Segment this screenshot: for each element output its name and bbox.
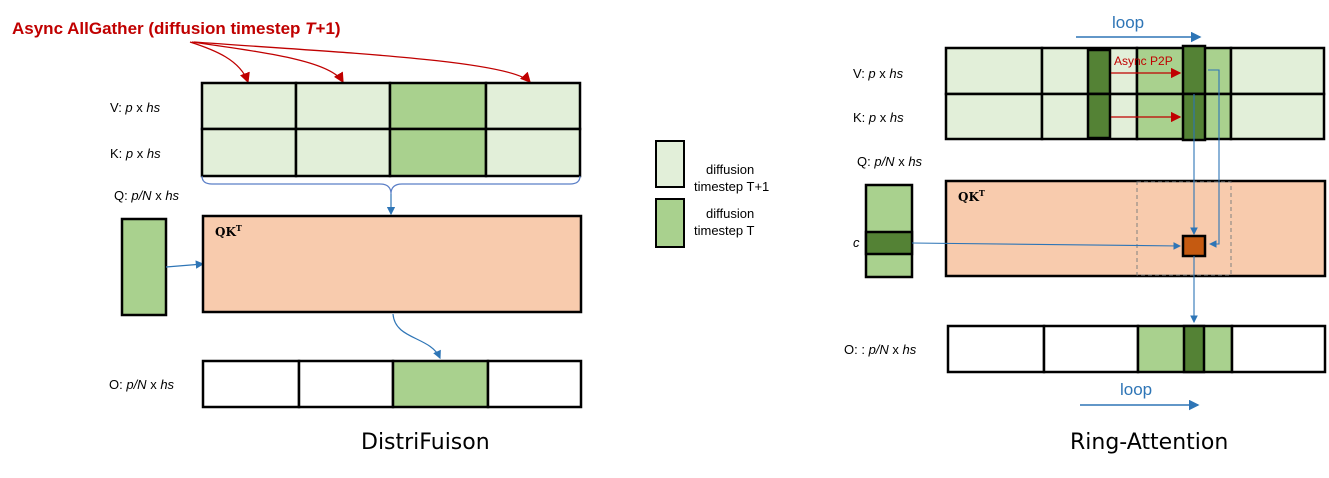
ring-attention-panel: loop Async P2P V: p x hs K: p x hs Q: p/… bbox=[844, 13, 1327, 455]
ring-k-block-1 bbox=[944, 92, 1044, 141]
ring-attention-cell bbox=[1181, 234, 1207, 258]
async-p2p-label: Async P2P bbox=[1114, 54, 1173, 68]
legend-swatch-t-plus-1 bbox=[655, 140, 685, 188]
ring-qk-label: QKT bbox=[958, 188, 985, 204]
ring-qk-subblock bbox=[1136, 181, 1232, 276]
distrifusion-title: DistriFuison bbox=[361, 430, 490, 455]
k-label: K: p x hs bbox=[110, 146, 161, 161]
ring-k-block-4 bbox=[1229, 92, 1326, 141]
qk-label: QKT bbox=[215, 223, 242, 239]
async-allgather-label: Async AllGather (diffusion timestep T+1) bbox=[12, 19, 341, 38]
q-arrow bbox=[165, 260, 205, 269]
kv-brace bbox=[201, 175, 581, 195]
legend-swatch-t bbox=[655, 198, 685, 248]
ring-k-row bbox=[944, 92, 1326, 142]
legend-label-1-line1: diffusion bbox=[706, 162, 754, 177]
v-row bbox=[200, 81, 582, 131]
ring-v-chunk-b bbox=[1181, 44, 1207, 96]
loop-top-label: loop bbox=[1112, 13, 1144, 32]
v-to-cell-arrow bbox=[1208, 69, 1220, 248]
o-block-2 bbox=[297, 359, 395, 409]
ring-o-block-2 bbox=[1042, 324, 1140, 374]
legend-label-1-line2: timestep T+1 bbox=[694, 179, 769, 194]
v-block-1 bbox=[200, 81, 298, 131]
legend-label-2-line2: timestep T bbox=[694, 223, 755, 238]
o-block-1 bbox=[201, 359, 301, 409]
legend: diffusion timestep T+1 diffusion timeste… bbox=[655, 140, 769, 248]
loop-bottom-label: loop bbox=[1120, 380, 1152, 399]
o-row bbox=[201, 359, 583, 409]
ring-k-label: K: p x hs bbox=[853, 110, 904, 125]
legend-label-2-line1: diffusion bbox=[706, 206, 754, 221]
ring-v-label: V: p x hs bbox=[853, 66, 904, 81]
q-label: Q: p/N x hs bbox=[114, 188, 180, 203]
qk-to-o-arrow bbox=[392, 313, 441, 360]
ring-v-chunk-a bbox=[1086, 48, 1112, 96]
v-block-4 bbox=[484, 81, 582, 131]
q-to-cell-arrow bbox=[911, 242, 1182, 250]
ring-o-chunk bbox=[1182, 324, 1206, 374]
k-block-2 bbox=[294, 127, 392, 178]
k-row bbox=[200, 127, 582, 178]
o-block-3 bbox=[391, 359, 490, 409]
q-block bbox=[120, 217, 168, 317]
ring-o-block-1 bbox=[946, 324, 1046, 374]
ring-k-chunk-a bbox=[1086, 92, 1112, 140]
ring-v-block-4 bbox=[1229, 46, 1326, 96]
ring-o-row bbox=[946, 324, 1327, 374]
ring-v-block-1 bbox=[944, 46, 1044, 96]
ring-attention-title: Ring-Attention bbox=[1070, 430, 1228, 455]
allgather-arrows bbox=[189, 41, 531, 84]
ring-c-label: c bbox=[853, 235, 860, 250]
v-label: V: p x hs bbox=[110, 100, 161, 115]
qk-block bbox=[201, 214, 583, 314]
k-block-4 bbox=[484, 127, 582, 178]
k-block-3 bbox=[388, 127, 488, 178]
distrifusion-panel: Async AllGather (diffusion timestep T+1)… bbox=[12, 19, 583, 455]
o-label: O: p/N x hs bbox=[109, 377, 175, 392]
ring-q-label: Q: p/N x hs bbox=[857, 154, 923, 169]
v-block-2 bbox=[294, 81, 392, 131]
ring-qk-block bbox=[944, 179, 1327, 278]
o-block-4 bbox=[486, 359, 583, 409]
v-block-3 bbox=[388, 81, 488, 131]
k-block-1 bbox=[200, 127, 298, 178]
ring-q-chunk bbox=[864, 230, 914, 256]
ring-o-block-4 bbox=[1230, 324, 1327, 374]
ring-o-label: O: : p/N x hs bbox=[844, 342, 917, 357]
